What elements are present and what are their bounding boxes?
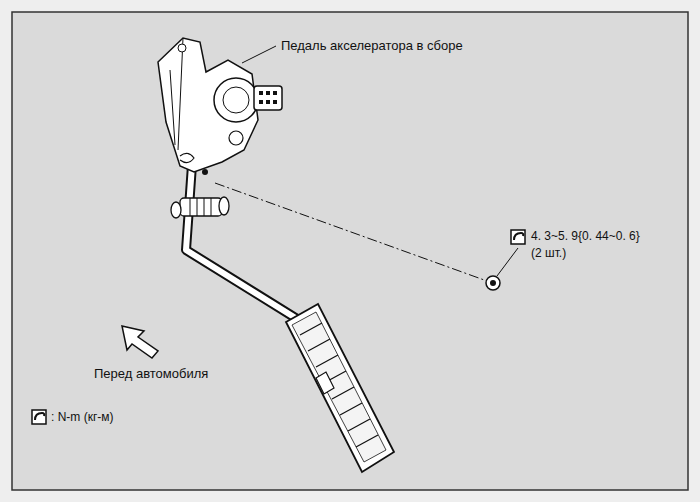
pedal-arm (186, 165, 302, 322)
torque-value: 4. 3~5. 9{0. 44~0. 6} (529, 229, 642, 243)
pad-tab (316, 372, 334, 394)
mount-hole (178, 44, 186, 52)
bolt-axis (215, 183, 487, 281)
leader-line (242, 46, 276, 63)
quantity-note: (2 шт.) (529, 246, 568, 260)
bracket-edge (170, 70, 175, 145)
frame (12, 12, 688, 490)
sensor-connector (254, 86, 282, 110)
pedal-pad (286, 304, 394, 472)
mount-hole (229, 131, 243, 145)
sensor-housing (214, 78, 258, 122)
pedal-pad-face (292, 312, 386, 462)
pedal-bracket (158, 38, 258, 172)
pad-ridges (300, 323, 378, 447)
torque-icon (511, 230, 525, 244)
torque-icon (32, 410, 46, 424)
part-name: Педаль акселератора в сборе (279, 38, 465, 54)
front-arrow (122, 326, 158, 358)
connector-pins (259, 91, 277, 104)
pedal-arm-fill (186, 165, 302, 322)
sensor-housing (223, 87, 249, 113)
bolt-hole (202, 169, 208, 175)
bracket-edge (178, 38, 183, 150)
nut (486, 276, 500, 290)
leader-line (497, 248, 518, 276)
direction-label: Перед автомобиля (92, 366, 210, 382)
clip (180, 153, 194, 162)
pivot-spring (171, 197, 229, 218)
nut-hole (490, 280, 496, 286)
unit-legend: : N-m (кг-м) (49, 410, 116, 424)
